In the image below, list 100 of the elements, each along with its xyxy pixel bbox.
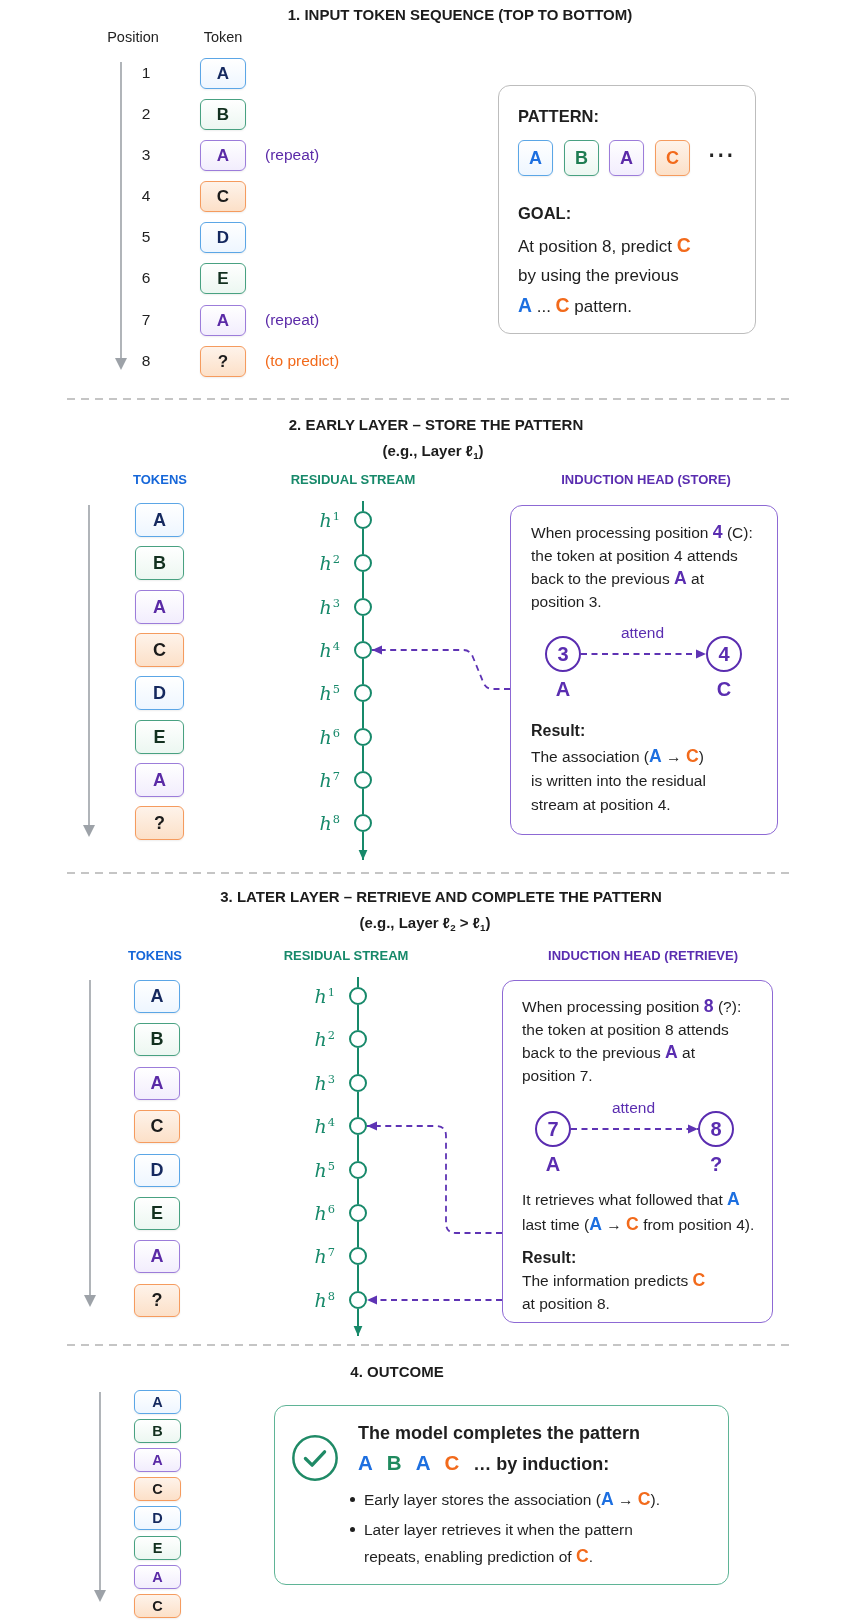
ellipsis: ⋯ bbox=[707, 141, 735, 169]
token-box: C bbox=[200, 180, 246, 212]
connector-line bbox=[357, 1264, 359, 1292]
dashed-arrow bbox=[366, 1295, 503, 1305]
panel-heading: PATTERN: bbox=[518, 106, 599, 127]
column-header: TOKENS bbox=[133, 472, 187, 488]
pattern-panel bbox=[498, 85, 756, 334]
token-box: A bbox=[134, 1066, 180, 1100]
column-header: RESIDUAL STREAM bbox=[290, 472, 416, 488]
connector-line bbox=[362, 788, 364, 815]
state-node bbox=[354, 728, 372, 746]
connector-line bbox=[357, 1221, 359, 1248]
state-node bbox=[349, 1247, 367, 1265]
token-box: A bbox=[135, 503, 184, 537]
token-box: B bbox=[135, 546, 184, 580]
induction-head-panel bbox=[502, 980, 773, 1323]
state-label: h$^{4}$ bbox=[319, 638, 340, 662]
position-number: 6 bbox=[141, 268, 151, 288]
column-header: INDUCTION HEAD (RETRIEVE) bbox=[548, 948, 738, 964]
token-box: E bbox=[134, 1536, 181, 1560]
token-box: ? bbox=[134, 1283, 180, 1317]
token-box: D bbox=[200, 221, 246, 253]
token-box: B bbox=[200, 98, 246, 130]
connector-line bbox=[357, 1004, 359, 1031]
connector-line bbox=[362, 615, 364, 642]
section-subtitle: (e.g., Layer ℓ$_{1}$) bbox=[382, 442, 484, 460]
token-box: C bbox=[134, 1109, 180, 1143]
state-node bbox=[349, 1030, 367, 1048]
position-number: 2 bbox=[141, 104, 151, 124]
token-box: A bbox=[134, 979, 180, 1013]
token-box: B bbox=[134, 1022, 180, 1056]
dashed-arrow bbox=[371, 645, 511, 690]
position-number: 7 bbox=[141, 310, 151, 330]
connector-line bbox=[357, 1178, 359, 1205]
state-label: h$^{8}$ bbox=[314, 1288, 335, 1312]
description-text: When processing position 8 (?): the token at position 8 attends back to the previous A at position 7. bbox=[522, 995, 743, 1086]
position-circle: 8 bbox=[698, 1111, 734, 1147]
state-label: h$^{5}$ bbox=[314, 1158, 335, 1182]
token-label: C bbox=[716, 677, 732, 701]
dashed-arrow bbox=[570, 1124, 699, 1134]
token-box: C bbox=[135, 633, 184, 667]
description-text: It retrieves what followed that A last time (A → C from position 4). bbox=[522, 1188, 756, 1236]
token-box: A bbox=[134, 1448, 181, 1472]
token-box: C bbox=[655, 140, 690, 176]
state-label: h$^{7}$ bbox=[314, 1244, 335, 1268]
state-label: h$^{4}$ bbox=[314, 1114, 335, 1138]
state-label: h$^{2}$ bbox=[319, 551, 340, 575]
column-header: TOKENS bbox=[128, 948, 182, 964]
section-title: 1. INPUT TOKEN SEQUENCE (TOP TO BOTTOM) bbox=[287, 6, 633, 24]
panel-heading: GOAL: bbox=[518, 203, 572, 224]
token-box: C bbox=[134, 1477, 181, 1501]
state-node bbox=[354, 771, 372, 789]
token-box: ? bbox=[135, 806, 184, 840]
state-label: h$^{3}$ bbox=[319, 595, 340, 619]
state-label: h$^{2}$ bbox=[314, 1027, 335, 1051]
column-header: Position bbox=[107, 29, 159, 47]
connector-line bbox=[362, 528, 364, 555]
bullet-item: Later layer retrieves it when the pattern repeats, enabling prediction of C. bbox=[346, 1516, 668, 1570]
connector-line bbox=[362, 500, 364, 512]
connector-line bbox=[357, 1091, 359, 1118]
annotation-text: (repeat) bbox=[265, 310, 320, 330]
annotation-text: (to predict) bbox=[265, 351, 340, 371]
state-label: h$^{6}$ bbox=[319, 725, 340, 749]
state-label: h$^{6}$ bbox=[314, 1201, 335, 1225]
position-number: 3 bbox=[141, 145, 151, 165]
state-node bbox=[349, 1074, 367, 1092]
position-circle: 4 bbox=[706, 636, 742, 672]
state-node bbox=[349, 1161, 367, 1179]
outcome-panel bbox=[274, 1405, 729, 1585]
state-node bbox=[354, 814, 372, 832]
token-label: ? bbox=[709, 1152, 723, 1176]
connector-line bbox=[362, 571, 364, 599]
dashed-arrow bbox=[580, 649, 707, 659]
connector-line bbox=[362, 658, 364, 685]
section-title: 4. OUTCOME bbox=[350, 1363, 444, 1381]
state-node bbox=[354, 511, 372, 529]
token-label: A bbox=[555, 677, 571, 701]
token-box: D bbox=[134, 1506, 181, 1530]
token-box: D bbox=[134, 1153, 180, 1187]
token-box: C bbox=[134, 1594, 181, 1618]
state-label: h$^{3}$ bbox=[314, 1071, 335, 1095]
token-box: D bbox=[135, 676, 184, 710]
token-box: A bbox=[134, 1239, 180, 1273]
description-text: The information predicts C at position 8. bbox=[522, 1269, 707, 1314]
token-box: A bbox=[135, 590, 184, 624]
panel-heading: Result: bbox=[522, 1248, 577, 1268]
column-header: Token bbox=[203, 29, 243, 47]
token-box: A bbox=[609, 140, 644, 176]
state-node bbox=[354, 684, 372, 702]
dashed-arrow bbox=[366, 1121, 503, 1234]
state-node bbox=[349, 1204, 367, 1222]
section-subtitle: (e.g., Layer ℓ$_{2}$ > ℓ$_{1}$) bbox=[359, 914, 491, 932]
token-box: E bbox=[135, 720, 184, 754]
connector-line bbox=[357, 1134, 359, 1162]
token-label: A bbox=[545, 1152, 561, 1176]
column-header: RESIDUAL STREAM bbox=[283, 948, 409, 964]
state-label: h$^{5}$ bbox=[319, 681, 340, 705]
induction-head-panel bbox=[510, 505, 778, 835]
state-node bbox=[349, 1117, 367, 1135]
position-circle: 7 bbox=[535, 1111, 571, 1147]
